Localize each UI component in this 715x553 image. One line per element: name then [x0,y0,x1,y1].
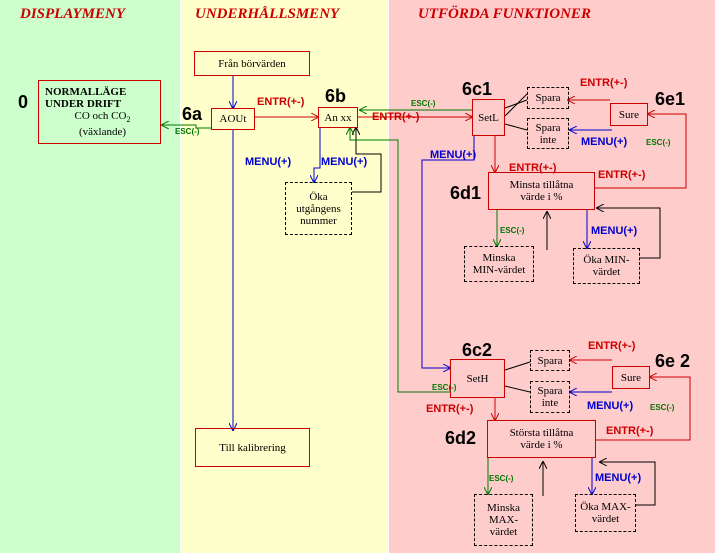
oka-utgang-line2: utgångens [296,202,341,215]
minska-max-line3: värdet [489,526,518,538]
oka-max-line2: värdet [591,513,620,525]
normal-operation-box: NORMALLÄGE UNDER DRIFT CO och CO2 (växla… [38,80,161,144]
seth-box[interactable]: SetH [450,359,505,398]
fran-borvarden-box: Från börvärden [194,51,310,76]
node-0-label: 0 [18,92,29,112]
minska-min-line2: MIN-värdet [472,264,526,276]
underhallsmeny-column [180,0,388,553]
oka-max-box: Öka MAX- värdet [575,494,636,532]
menu-label-storsta: MENU(+) [595,472,642,484]
oka-min-box: Öka MIN- värdet [573,248,640,284]
storsta-line1: Största tillåtna [509,427,574,439]
esc-label-aout: ESC(-) [175,127,200,136]
oka-utgang-line1: Öka [309,190,328,203]
setl-box[interactable]: SetL [472,99,505,136]
menu-label-minsta: MENU(+) [591,225,638,237]
node-6b-label: 6b [325,86,347,106]
spara-inte-1-line2: inte [539,133,557,146]
menu-label-setl: MENU(+) [430,149,477,161]
node-6e1-label: 6e1 [655,89,686,109]
an-xx-box[interactable]: An xx [318,107,358,128]
esc-label-seth: ESC(-) [432,383,457,392]
node-6e2-label: 6e 2 [655,351,691,371]
spara-box-1: Spara [527,87,569,109]
till-kalibrering-box: Till kalibrering [195,428,310,467]
menu-label-sure2: MENU(+) [587,400,634,412]
header-utforda-funktioner: UTFÖRDA FUNKTIONER [418,6,591,22]
storsta-line2: värde i % [520,439,563,451]
node-6c1-label: 6c1 [462,79,493,99]
spara-inte-1-line1: Spara [535,121,561,134]
oka-utgang-line3: nummer [300,214,337,227]
displaymeny-column [0,0,180,553]
aout-box[interactable]: AOUt [211,108,255,130]
normal-co-subscript: 2 [126,115,131,125]
esc-label-storsta: ESC(-) [489,474,514,483]
menu-label-sure1: MENU(+) [581,136,628,148]
normal-alternating: (växlande) [78,126,127,139]
column-divider [180,0,181,553]
normal-title-line2: UNDER DRIFT [45,97,122,110]
minska-max-line1: Minska [487,502,520,514]
spara-inte-2-line1: Spara [537,385,563,397]
normal-title-line1: NORMALLÄGE [45,85,127,98]
menu-label-anxx-1: MENU(+) [245,156,292,168]
entr-label-anxx-setl: ENTR(+-) [372,111,420,123]
esc-label-sure1: ESC(-) [646,138,671,147]
node-6d2-label: 6d2 [445,428,477,448]
sure-box-1[interactable]: Sure [610,103,648,126]
oka-min-line2: värdet [592,266,621,278]
entr-label-aout-anxx: ENTR(+-) [257,96,305,108]
minska-min-line1: Minska [482,252,516,264]
minsta-line1: Minsta tillåtna [509,179,574,191]
node-6a-label: 6a [182,104,203,124]
utforda-funktioner-column [388,0,715,553]
normal-co-text: CO och CO [74,109,127,122]
minsta-tillatna-box[interactable]: Minsta tillåtna värde i % [488,172,595,210]
entr-label-minsta-sure: ENTR(+-) [598,169,646,181]
esc-label-sure2: ESC(-) [650,403,675,412]
spara-inte-2-line2: inte [541,397,559,409]
spara-inte-box-2: Spara inte [530,381,570,413]
entr-label-storsta-sure: ENTR(+-) [606,425,654,437]
entr-label-seth: ENTR(+-) [426,403,474,415]
spara-inte-box-1: Spara inte [527,118,569,149]
spara-box-2: Spara [530,350,570,371]
minska-max-box: Minska MAX- värdet [474,494,533,546]
node-6d1-label: 6d1 [450,183,482,203]
header-displaymeny: DISPLAYMENY [20,6,126,22]
entr-label-setl-minsta: ENTR(+-) [509,162,557,174]
oka-max-line1: Öka MAX- [580,501,631,513]
normal-co-line: CO och CO2 [75,110,131,126]
column-divider [388,0,389,553]
oka-min-line1: Öka MIN- [583,254,630,266]
minska-max-line2: MAX- [488,514,519,526]
sure-box-2[interactable]: Sure [612,366,650,389]
esc-label-setl: ESC(-) [411,99,436,108]
esc-label-minsta: ESC(-) [500,226,525,235]
minska-min-box: Minska MIN-värdet [464,246,534,282]
minsta-line2: värde i % [520,191,563,203]
storsta-tillatna-box[interactable]: Största tillåtna värde i % [487,420,596,458]
header-underhallsmeny: UNDERHÅLLSMENY [195,6,340,22]
node-6c2-label: 6c2 [462,340,493,360]
entr-label-sure1: ENTR(+-) [580,77,628,89]
menu-label-anxx-2: MENU(+) [321,156,368,168]
oka-utgang-box: Öka utgångens nummer [285,182,352,235]
entr-label-sure2: ENTR(+-) [588,340,636,352]
